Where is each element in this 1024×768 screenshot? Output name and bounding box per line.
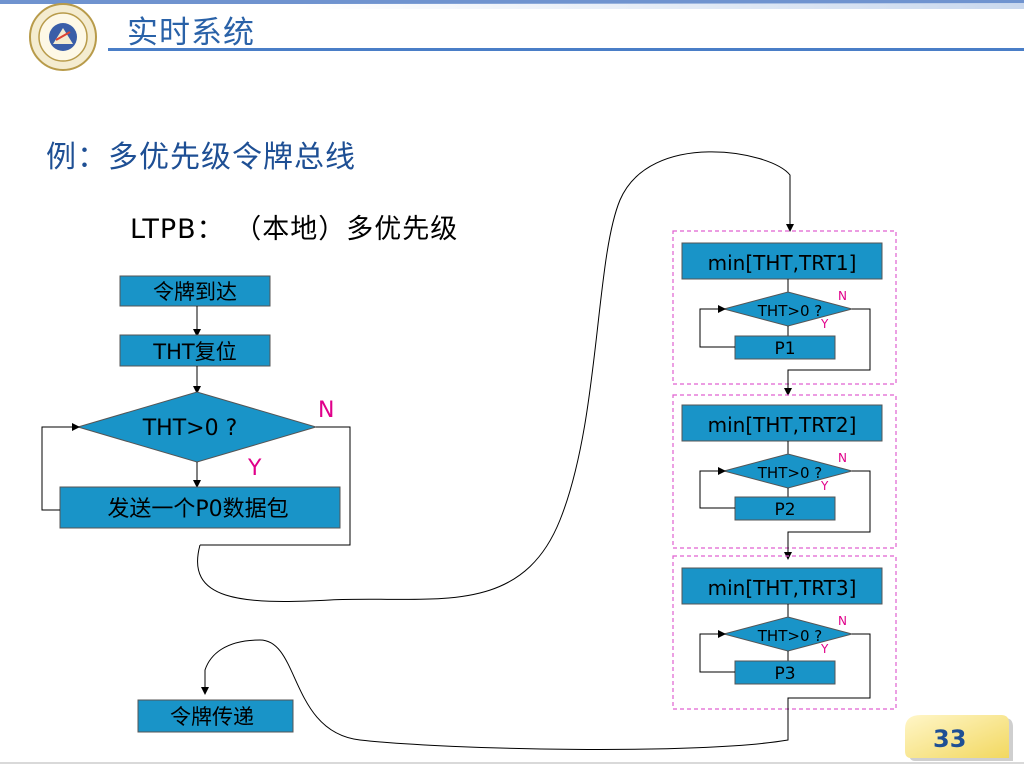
example-heading: 例：多优先级令牌总线: [46, 140, 356, 175]
decision-label: THT>0 ?: [142, 416, 238, 441]
decision-yes-2: Y: [820, 479, 829, 493]
slide-title: 实时系统: [127, 15, 255, 51]
token-pass-label: 令牌传递: [170, 705, 254, 729]
min-box-2: [681, 404, 883, 442]
min-box-1: [681, 242, 883, 280]
token-pass-box: [137, 699, 294, 733]
subheading: LTPB： （本地）多优先级: [130, 214, 459, 245]
dashed-frame-3: [672, 555, 897, 710]
decision-label-2: THT>0 ?: [757, 464, 822, 482]
packet-label-1: P1: [774, 339, 795, 359]
page-number: 33: [933, 725, 967, 753]
token-arrive-label: 令牌到达: [153, 280, 237, 304]
title-bar-fade: [300, 3, 1024, 9]
tht-reset-box: [119, 334, 271, 367]
min-box-3: [681, 567, 883, 605]
right-group-3: min[THT,TRT3] THT>0 ? N Y P3: [672, 555, 897, 720]
min-label-3: min[THT,TRT3]: [708, 576, 857, 600]
title-underline: [108, 48, 1024, 51]
dashed-frame-1: [672, 230, 897, 385]
send-packet-box: [59, 486, 341, 529]
send-packet-label: 发送一个P0数据包: [107, 497, 288, 522]
decision-yes-1: Y: [820, 317, 829, 331]
university-logo: [29, 3, 97, 71]
right-group-1: min[THT,TRT1] THT>0 ? N Y P1: [672, 230, 897, 396]
tht-reset-label: THT复位: [152, 340, 236, 364]
token-arrive-box: [119, 275, 271, 307]
decision-yes-label: Y: [247, 456, 262, 481]
bottom-divider: [0, 762, 1024, 764]
decision-label-1: THT>0 ?: [757, 302, 822, 320]
packet-label-2: P2: [774, 500, 795, 520]
min-label-1: min[THT,TRT1]: [708, 251, 857, 275]
right-group-2: min[THT,TRT2] THT>0 ? N Y P2: [672, 394, 897, 560]
min-label-2: min[THT,TRT2]: [708, 413, 857, 437]
page-number-badge: [905, 715, 1013, 761]
decision-label-3: THT>0 ?: [757, 627, 822, 645]
decision-no-3: N: [838, 614, 847, 628]
top-border: [0, 0, 1024, 4]
decision-no-2: N: [838, 451, 847, 465]
dashed-frame-2: [672, 394, 897, 549]
decision-no-label: N: [318, 398, 334, 423]
decision-yes-3: Y: [820, 642, 829, 656]
decision-no-1: N: [838, 289, 847, 303]
left-flowchart: 令牌到达 THT复位 THT>0 ? N Y 发送一个P0数据包 令牌传递: [41, 151, 794, 750]
packet-label-3: P3: [774, 664, 795, 684]
